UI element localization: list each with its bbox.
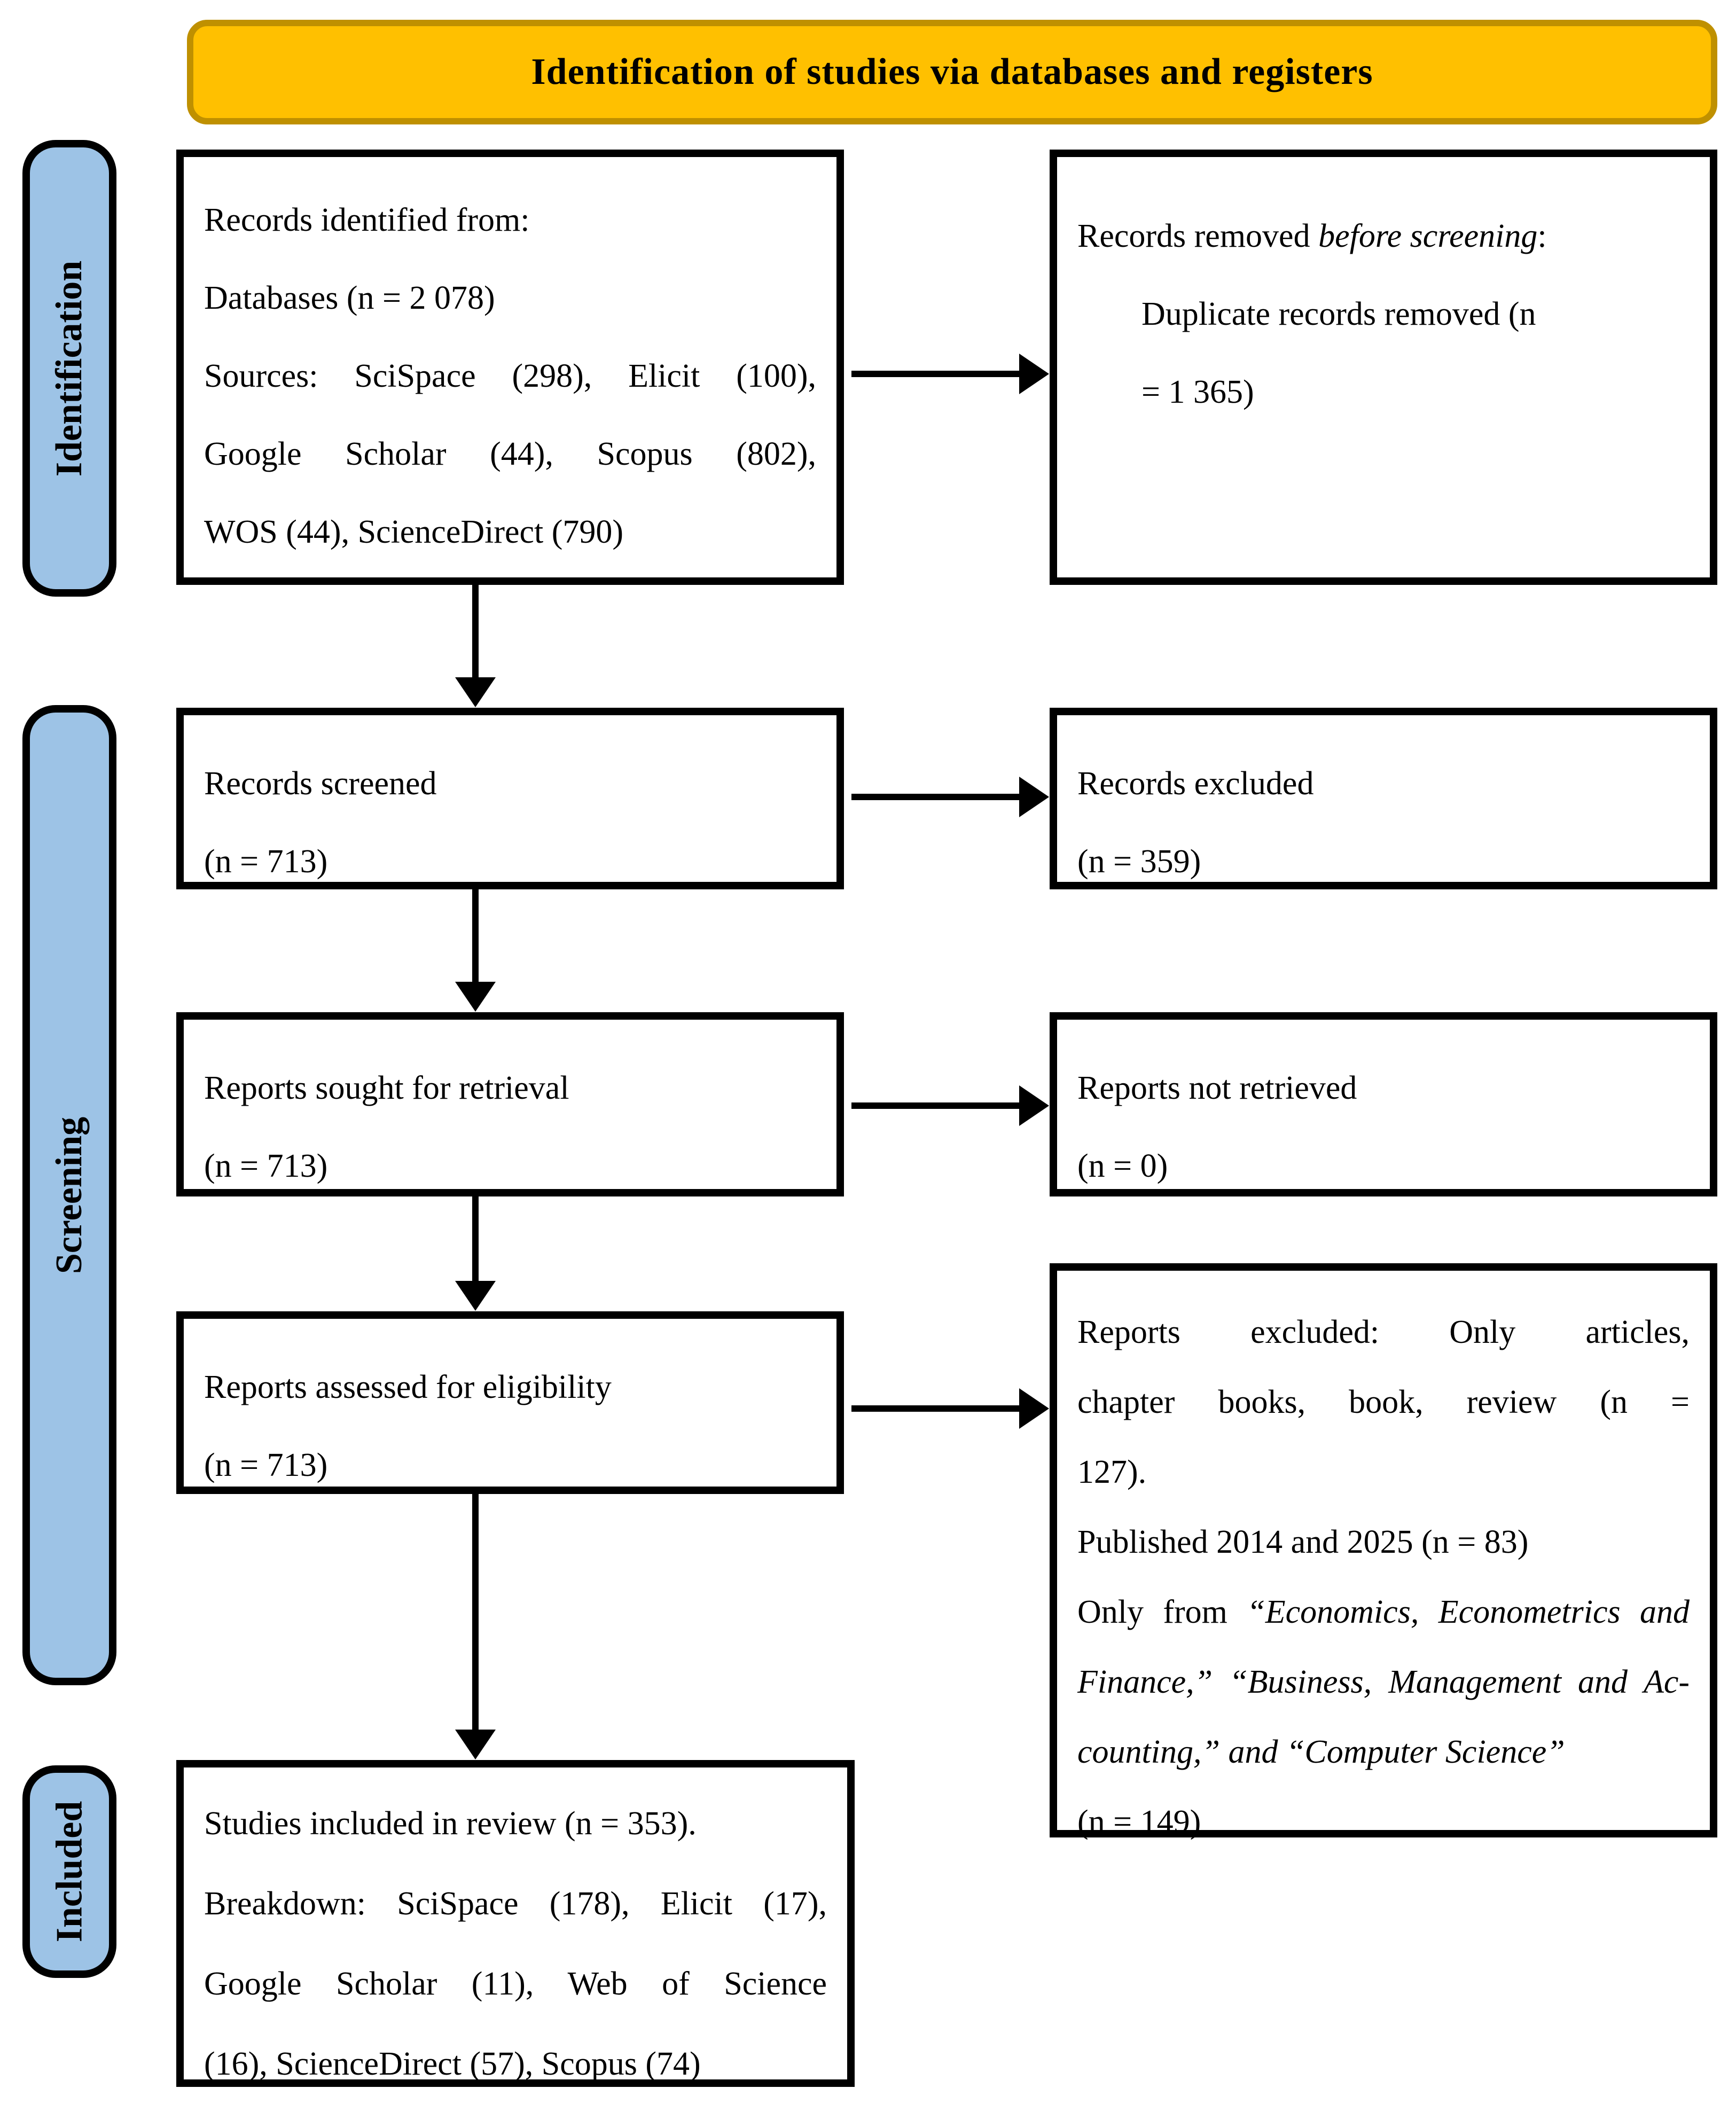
- text-line: (n = 149): [1077, 1804, 1201, 1840]
- box-records-screened: Records screened (n = 713): [176, 708, 844, 889]
- text-segment: Only from: [1077, 1594, 1247, 1630]
- arrow-records-identified-to-records-screened: [472, 585, 479, 678]
- arrow-reports-sought-to-reports-assessed: [472, 1196, 479, 1282]
- arrow-reports-assessed-to-studies-included: [472, 1494, 479, 1731]
- text-line: Reports assessed for eligibility: [204, 1369, 612, 1405]
- text-line: Breakdown: SciSpace (178), Elicit (17),: [204, 1886, 827, 1922]
- text-line: Reports not retrieved: [1077, 1070, 1357, 1106]
- stage-identification: Identification: [22, 140, 116, 597]
- stage-included: Included: [22, 1765, 116, 1978]
- arrow-records-screened-to-reports-sought: [472, 889, 479, 983]
- text-line: Duplicate records removed (n: [1141, 296, 1536, 332]
- arrow-reports-sought-to-reports-not-retrieved: [851, 1102, 1020, 1109]
- text-segment-italic: “Economics, Econometrics and: [1247, 1594, 1690, 1630]
- box-reports-sought: Reports sought for retrieval (n = 713): [176, 1012, 844, 1196]
- text-line: Published 2014 and 2025 (n = 83): [1077, 1524, 1529, 1560]
- text-line: (16), ScienceDirect (57), Scopus (74): [204, 2046, 701, 2082]
- text-line: Records removed before screening:: [1077, 197, 1690, 275]
- text-line: Finance,” “Business, Management and Ac-: [1077, 1664, 1690, 1700]
- text-segment-italic: before screening: [1318, 218, 1538, 254]
- text-line: Reports excluded: Only articles,: [1077, 1314, 1690, 1350]
- arrow-records-screened-to-records-excluded: [851, 794, 1020, 800]
- text-line: = 1 365): [1141, 374, 1254, 410]
- box-records-excluded: Records excluded (n = 359): [1050, 708, 1717, 889]
- text-line: (n = 359): [1077, 843, 1201, 880]
- box-records-identified: Records identified from: Databases (n = …: [176, 150, 844, 585]
- stage-screening-label: Screening: [49, 1116, 90, 1274]
- text-line: Records excluded: [1077, 765, 1314, 802]
- text-line: WOS (44), ScienceDirect (790): [204, 514, 624, 550]
- text-line: Studies included in review (n = 353).: [204, 1805, 697, 1842]
- box-reports-not-retrieved: Reports not retrieved (n = 0): [1050, 1012, 1717, 1196]
- text-segment: Records removed: [1077, 218, 1319, 254]
- text-line: (n = 713): [204, 1148, 328, 1184]
- text-line: (n = 713): [204, 843, 328, 880]
- box-records-removed: Records removed before screening: Duplic…: [1050, 150, 1717, 585]
- text-line: Google Scholar (11), Web of Science: [204, 1966, 827, 2002]
- text-segment: :: [1537, 218, 1547, 254]
- text-line: Only from “Economics, Econometrics and: [1077, 1577, 1690, 1647]
- box-studies-included: Studies included in review (n = 353). Br…: [176, 1760, 855, 2087]
- diagram-title: Identification of studies via databases …: [531, 51, 1373, 92]
- text-line: Sources: SciSpace (298), Elicit (100),: [204, 358, 816, 394]
- text-line: Records identified from:: [204, 202, 530, 238]
- text-line: Reports sought for retrieval: [204, 1070, 569, 1106]
- title-banner: Identification of studies via databases …: [187, 20, 1717, 124]
- text-line: counting,” and “Computer Science”: [1077, 1734, 1565, 1770]
- text-line: (n = 0): [1077, 1148, 1168, 1184]
- stage-screening: Screening: [22, 705, 116, 1685]
- text-line: Records screened: [204, 765, 437, 802]
- stage-identification-label: Identification: [49, 260, 90, 476]
- arrow-records-identified-to-records-removed: [851, 371, 1020, 377]
- box-reports-assessed: Reports assessed for eligibility (n = 71…: [176, 1311, 844, 1494]
- box-reports-excluded: Reports excluded: Only articles, chapter…: [1050, 1263, 1717, 1840]
- text-line: 127).: [1077, 1454, 1147, 1490]
- text-line: chapter books, book, review (n =: [1077, 1384, 1690, 1420]
- arrow-reports-assessed-to-reports-excluded: [851, 1405, 1020, 1412]
- text-line: (n = 713): [204, 1447, 328, 1483]
- text-line: Google Scholar (44), Scopus (802),: [204, 436, 816, 472]
- stage-included-label: Included: [49, 1801, 90, 1943]
- text-line: Databases (n = 2 078): [204, 280, 495, 316]
